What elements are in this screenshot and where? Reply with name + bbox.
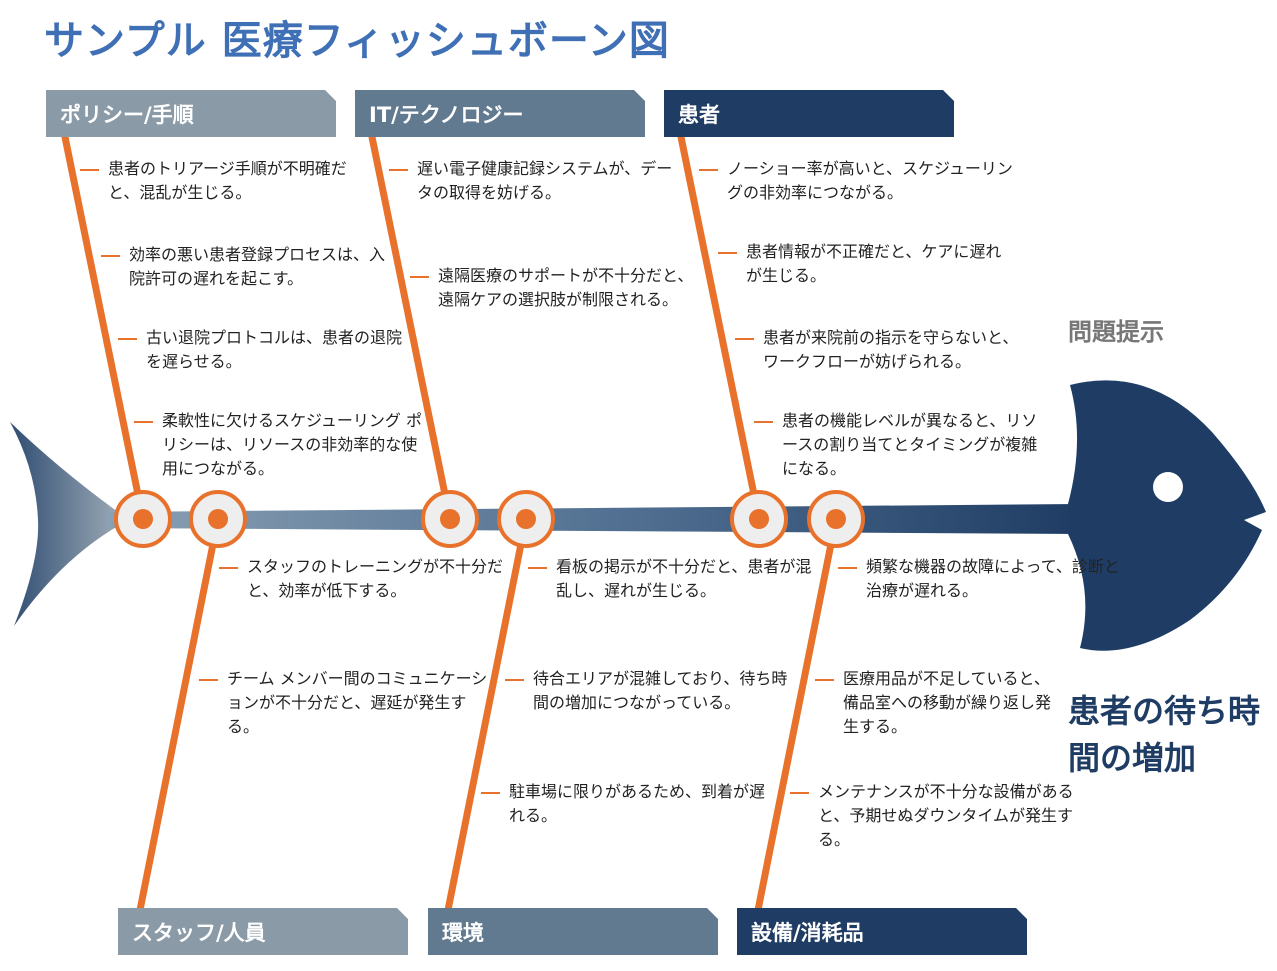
category-patient-header: 患者: [664, 90, 954, 137]
cause-it-1: 遅い電子健康記録システムが、データの取得を妨げる。: [389, 157, 679, 205]
cause-policy-1: 患者のトリアージ手順が不明確だと、混乱が生じる。: [80, 157, 370, 205]
cause-policy-4: 柔軟性に欠けるスケジューリング ポリシーは、リソースの非効率的な使用につながる。: [134, 409, 424, 481]
category-environment-header: 環境: [428, 908, 718, 955]
cause-environment-3: 駐車場に限りがあるため、到着が遅れる。: [481, 780, 771, 828]
node-it: [421, 490, 479, 548]
category-it-header: IT/テクノロジー: [355, 90, 645, 137]
category-policy-header: ポリシー/手順: [46, 90, 336, 137]
cause-policy-2: 効率の悪い患者登録プロセスは、入院許可の遅れを起こす。: [101, 243, 391, 291]
cause-staff-2: チーム メンバー間のコミュニケーションが不十分だと、遅延が発生する。: [199, 667, 489, 739]
cause-environment-1: 看板の掲示が不十分だと、患者が混乱し、遅れが生じる。: [528, 555, 818, 603]
fish-tail: [10, 422, 118, 626]
cause-equipment-1: 頻繁な機器の故障によって、診断と治療が遅れる。: [838, 555, 1128, 603]
bone-patient: [677, 133, 763, 523]
node-patient: [730, 490, 788, 548]
problem-statement-label: 問題提示: [1068, 318, 1164, 346]
cause-staff-1: スタッフのトレーニングが不十分だと、効率が低下する。: [219, 555, 509, 603]
category-staff-header: スタッフ/人員: [118, 908, 408, 955]
node-environment: [497, 490, 555, 548]
fish-eye: [1153, 472, 1183, 502]
cause-patient-4: 患者の機能レベルが異なると、リソースの割り当てとタイミングが複雑になる。: [754, 409, 1044, 481]
node-policy: [114, 490, 172, 548]
page-title: サンプル 医療フィッシュボーン図: [44, 18, 670, 64]
cause-equipment-2: 医療用品が不足していると、備品室への移動が繰り返し発生する。: [815, 667, 1063, 739]
bone-staff: [136, 515, 222, 914]
problem-statement: 患者の待ち時間の増加: [1068, 692, 1261, 777]
bone-policy: [61, 133, 147, 523]
cause-patient-3: 患者が来院前の指示を守らないと、ワークフローが妨げられる。: [735, 326, 1025, 374]
node-staff: [189, 490, 247, 548]
cause-equipment-3: メンテナンスが不十分な設備があると、予期せぬダウンタイムが発生する。: [790, 780, 1080, 852]
fish-spine: [105, 504, 1080, 534]
bone-equipment: [754, 515, 840, 914]
fish-head: [1068, 380, 1266, 651]
cause-policy-3: 古い退院プロトコルは、患者の退院を遅らせる。: [118, 326, 408, 374]
cause-it-2: 遠隔医療のサポートが不十分だと、遠隔ケアの選択肢が制限される。: [410, 264, 700, 312]
category-equipment-header: 設備/消耗品: [737, 908, 1027, 955]
bone-environment: [444, 515, 530, 914]
bone-it: [368, 133, 454, 523]
cause-patient-1: ノーショー率が高いと、スケジューリングの非効率につながる。: [699, 157, 1013, 205]
cause-environment-2: 待合エリアが混雑しており、待ち時間の増加につながっている。: [505, 667, 795, 715]
node-equipment: [807, 490, 865, 548]
cause-patient-2: 患者情報が不正確だと、ケアに遅れが生じる。: [718, 240, 1008, 288]
